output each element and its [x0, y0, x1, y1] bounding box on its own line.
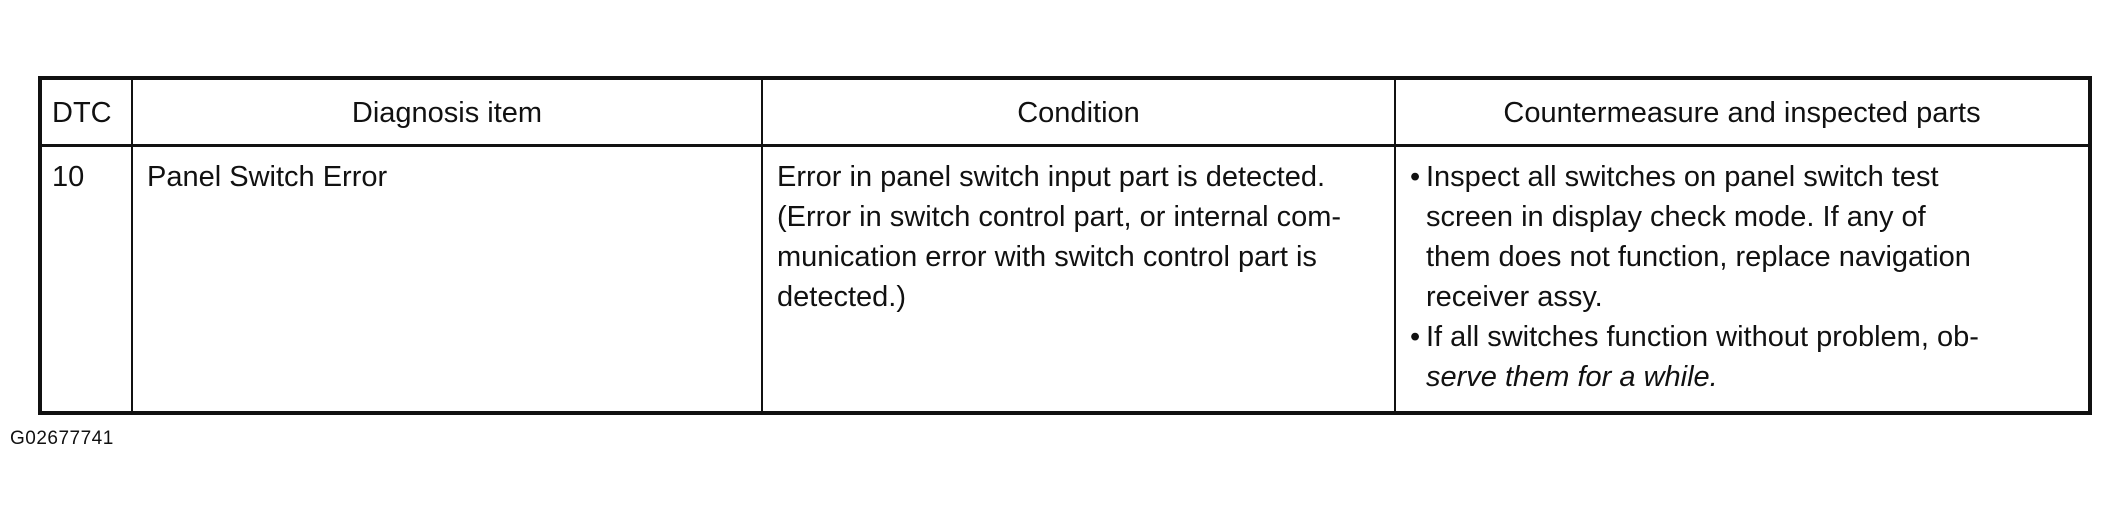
condition-line: (Error in switch control part, or intern… [777, 201, 1342, 233]
countermeasure-line: Inspect all switches on panel switch tes… [1426, 161, 1939, 193]
countermeasure-line: them does not function, replace navigati… [1426, 241, 1971, 273]
countermeasure-line: receiver assy. [1426, 281, 1603, 313]
bullet-icon: • [1410, 321, 1421, 353]
cell-dtc-code: 10 [39, 144, 133, 414]
header-countermeasure: Countermeasure and inspected parts [1394, 77, 2091, 147]
countermeasure-line: serve them for a while. [1426, 361, 1718, 393]
header-row: DTC Diagnosis item Condition Countermeas… [39, 77, 2091, 147]
condition-line: munication error with switch control par… [777, 241, 1317, 273]
countermeasure-item-observe: • If all switches function without probl… [1410, 317, 2076, 397]
cell-diagnosis-item: Panel Switch Error [131, 144, 763, 414]
diagnostic-trouble-code-table: DTC Diagnosis item Condition Countermeas… [38, 76, 2092, 415]
condition-line: detected.) [777, 281, 906, 313]
bullet-icon: • [1410, 161, 1421, 193]
header-condition: Condition [761, 77, 1396, 147]
table-body: 10 Panel Switch Error Error in panel swi… [39, 144, 2091, 414]
countermeasure-line: If all switches function without problem… [1426, 321, 1979, 353]
cell-countermeasure: • Inspect all switches on panel switch t… [1394, 144, 2091, 414]
header-dtc: DTC [39, 77, 133, 147]
countermeasure-line: screen in display check mode. If any of [1426, 201, 1926, 233]
condition-line: Error in panel switch input part is dete… [777, 161, 1326, 193]
countermeasure-item-inspect-switches: • Inspect all switches on panel switch t… [1410, 157, 2076, 317]
figure-id-label: G02677741 [10, 428, 114, 449]
table-header: DTC Diagnosis item Condition Countermeas… [39, 77, 2091, 147]
header-diagnosis-item: Diagnosis item [131, 77, 763, 147]
cell-condition: Error in panel switch input part is dete… [761, 144, 1396, 414]
table-row: 10 Panel Switch Error Error in panel swi… [39, 144, 2091, 414]
countermeasure-text: If all switches function without problem… [1426, 317, 2076, 397]
countermeasure-text: Inspect all switches on panel switch tes… [1426, 157, 2076, 317]
